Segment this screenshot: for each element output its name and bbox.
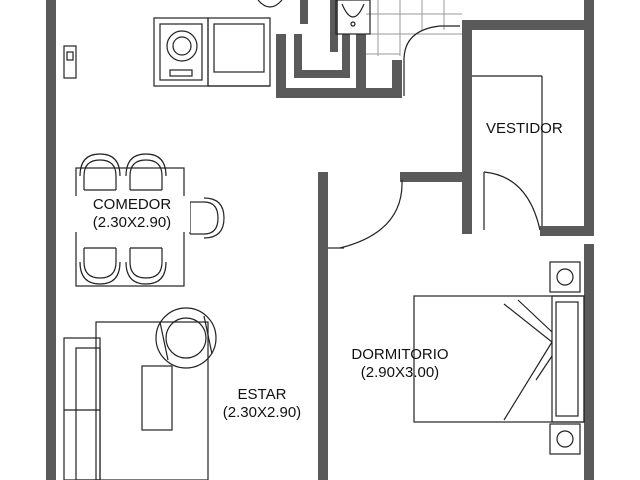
dining-chair-icon	[125, 153, 167, 191]
wall-vestidor-top-left	[462, 20, 472, 98]
wall-duct-bottom	[294, 70, 350, 78]
room-name: ESTAR	[237, 386, 287, 403]
wall-vestidor-bottom	[540, 226, 594, 236]
room-name: DORMITORIO	[351, 346, 449, 363]
nightstand	[549, 261, 581, 293]
wall-estar-dormitorio	[318, 172, 328, 480]
nightstand	[549, 423, 581, 455]
wall-right-exterior-lower	[584, 244, 594, 480]
kitchen-counter	[207, 17, 271, 87]
wall-left-exterior	[46, 0, 56, 480]
wall-top-stub-2	[330, 0, 338, 52]
room-size: (2.30X2.90)	[222, 404, 302, 421]
wall-dormitorio-top	[400, 172, 472, 182]
wall-bath-bottom	[276, 88, 394, 98]
room-size: (2.90X3.00)	[360, 364, 440, 381]
room-label-vestidor: VESTIDOR	[486, 120, 563, 138]
dining-chair-icon	[189, 197, 225, 239]
dining-chair-icon	[79, 153, 121, 191]
wall-vestidor-left	[462, 96, 472, 234]
wall-bath-door-jamb	[392, 60, 402, 98]
wall-kitchen-bath-1	[276, 34, 286, 96]
wall-bath-left	[356, 34, 366, 98]
bath-tile-grid	[366, 0, 462, 56]
room-label-estar: ESTAR (2.30X2.90)	[206, 386, 318, 422]
room-name: COMEDOR	[92, 196, 172, 213]
bath-sink	[335, 0, 371, 35]
washer-drum-icon	[166, 30, 198, 62]
pillow	[555, 301, 579, 417]
room-label-dormitorio: DORMITORIO (2.90X3.00)	[334, 346, 466, 382]
sofa	[63, 337, 101, 480]
sink-icon	[257, 0, 283, 8]
coffee-table	[141, 365, 173, 431]
living-rug	[95, 321, 209, 480]
wall-right-exterior	[584, 0, 594, 228]
wall-top-stub-3	[586, 0, 594, 20]
room-size: (2.30X2.90)	[92, 214, 172, 231]
lamp-icon	[556, 430, 574, 448]
fixtures	[63, 0, 585, 480]
intercom-icon	[63, 45, 77, 79]
dining-chair-icon	[79, 247, 121, 285]
armchair-icon	[155, 307, 217, 369]
walls	[46, 0, 594, 480]
wall-vestidor-top	[462, 20, 592, 30]
bath-door-swing	[403, 25, 441, 61]
wall-top-stub-1	[300, 0, 308, 24]
wall-duct-2	[342, 34, 350, 78]
room-label-comedor: COMEDOR (2.30X2.90)	[74, 196, 190, 232]
lamp-icon	[556, 268, 574, 286]
vestidor-door-swing	[483, 171, 541, 231]
room-name: VESTIDOR	[486, 120, 563, 137]
dormitorio-door-swing	[339, 179, 403, 249]
dining-chair-icon	[125, 247, 167, 285]
wall-duct-1	[294, 34, 302, 78]
